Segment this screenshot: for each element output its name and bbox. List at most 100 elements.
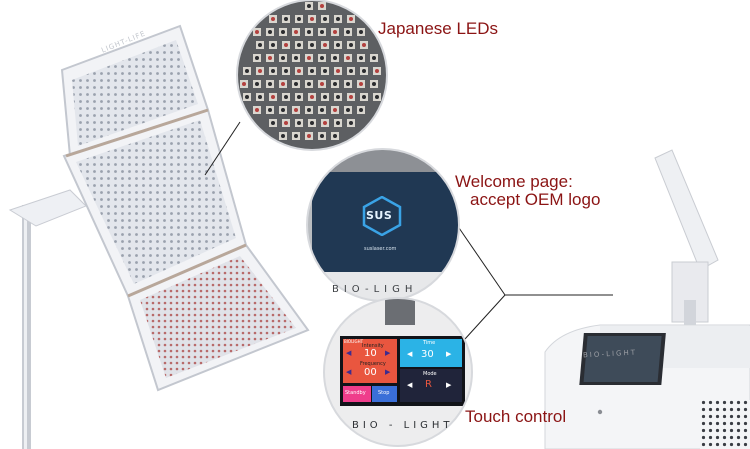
led-die xyxy=(310,17,314,21)
led-die xyxy=(320,134,324,138)
led-die xyxy=(310,69,314,73)
touch-panel-brand: BIO - LIGHT xyxy=(352,420,454,431)
led-die xyxy=(255,82,259,86)
sus-logo-icon xyxy=(362,195,402,237)
time-increase-arrow-icon[interactable]: ▶ xyxy=(446,350,452,358)
led-die xyxy=(359,30,363,34)
led-die xyxy=(359,56,363,60)
led-die xyxy=(297,17,301,21)
led-die xyxy=(336,17,340,21)
led-die xyxy=(310,95,314,99)
led-die xyxy=(284,17,288,21)
led-die xyxy=(349,95,353,99)
led-die xyxy=(307,108,311,112)
touch-header: BIOLIGHT xyxy=(344,339,364,344)
welcome-panel-brand: BIO-LIGH xyxy=(332,284,418,295)
led-die xyxy=(323,43,327,47)
led-die xyxy=(255,30,259,34)
led-die xyxy=(349,17,353,21)
led-die xyxy=(320,4,324,8)
led-die xyxy=(333,82,337,86)
led-die xyxy=(281,134,285,138)
led-lamp xyxy=(60,24,310,392)
callout-welcome-line1: Welcome page: xyxy=(455,172,573,191)
led-die xyxy=(307,134,311,138)
led-die xyxy=(242,82,246,86)
led-die xyxy=(307,4,311,8)
standby-button[interactable]: Standby xyxy=(345,390,366,396)
welcome-logo-text: SUS xyxy=(366,209,393,222)
frequency-label: Frequency xyxy=(360,361,386,367)
welcome-url: suslaser.com xyxy=(364,246,397,252)
led-die xyxy=(307,30,311,34)
led-die xyxy=(336,121,340,125)
led-die xyxy=(271,17,275,21)
led-die xyxy=(333,56,337,60)
mode-label: Mode xyxy=(423,371,437,377)
intensity-increase-arrow-icon[interactable]: ▶ xyxy=(385,349,391,357)
led-die xyxy=(336,69,340,73)
led-die xyxy=(346,108,350,112)
led-die xyxy=(294,30,298,34)
led-die xyxy=(307,56,311,60)
led-die xyxy=(323,69,327,73)
intensity-value: 10 xyxy=(364,348,377,359)
led-die xyxy=(320,56,324,60)
led-die xyxy=(320,82,324,86)
led-die xyxy=(258,69,262,73)
led-die xyxy=(372,82,376,86)
stop-button[interactable]: Stop xyxy=(378,390,390,396)
led-die xyxy=(271,121,275,125)
intensity-decrease-arrow-icon[interactable]: ◀ xyxy=(346,349,352,357)
led-die xyxy=(375,95,379,99)
led-die xyxy=(281,108,285,112)
led-die xyxy=(333,108,337,112)
control-unit xyxy=(544,149,750,449)
led-die xyxy=(271,95,275,99)
led-die xyxy=(372,56,376,60)
led-closeup-circle xyxy=(236,0,388,151)
led-die xyxy=(349,43,353,47)
led-die xyxy=(255,108,259,112)
callout-japanese-leds: Japanese LEDs xyxy=(378,19,499,38)
led-die xyxy=(320,108,324,112)
mode-previous-arrow-icon[interactable]: ◀ xyxy=(407,381,413,389)
led-die xyxy=(359,108,363,112)
led-die xyxy=(310,121,314,125)
led-die xyxy=(255,56,259,60)
led-die xyxy=(294,108,298,112)
touch-screen-circle xyxy=(323,297,473,447)
led-die xyxy=(297,69,301,73)
led-die xyxy=(258,95,262,99)
led-die xyxy=(284,121,288,125)
led-die xyxy=(268,56,272,60)
led-die xyxy=(258,43,262,47)
led-die xyxy=(268,82,272,86)
led-die xyxy=(333,134,337,138)
frequency-increase-arrow-icon[interactable]: ▶ xyxy=(385,368,391,376)
led-die xyxy=(320,30,324,34)
led-die xyxy=(349,121,353,125)
led-die xyxy=(294,82,298,86)
led-die xyxy=(271,69,275,73)
led-die xyxy=(284,43,288,47)
led-die xyxy=(297,95,301,99)
frequency-decrease-arrow-icon[interactable]: ◀ xyxy=(346,368,352,376)
led-die xyxy=(362,69,366,73)
led-die xyxy=(359,82,363,86)
led-die xyxy=(333,30,337,34)
led-die xyxy=(281,56,285,60)
welcome-screen-circle xyxy=(306,148,460,302)
led-die xyxy=(245,95,249,99)
led-die xyxy=(284,69,288,73)
led-die xyxy=(294,56,298,60)
led-die xyxy=(281,82,285,86)
mode-next-arrow-icon[interactable]: ▶ xyxy=(446,381,452,389)
led-die xyxy=(310,43,314,47)
time-decrease-arrow-icon[interactable]: ◀ xyxy=(407,350,413,358)
led-die xyxy=(284,95,288,99)
led-die xyxy=(336,95,340,99)
led-die xyxy=(323,95,327,99)
led-die xyxy=(268,30,272,34)
